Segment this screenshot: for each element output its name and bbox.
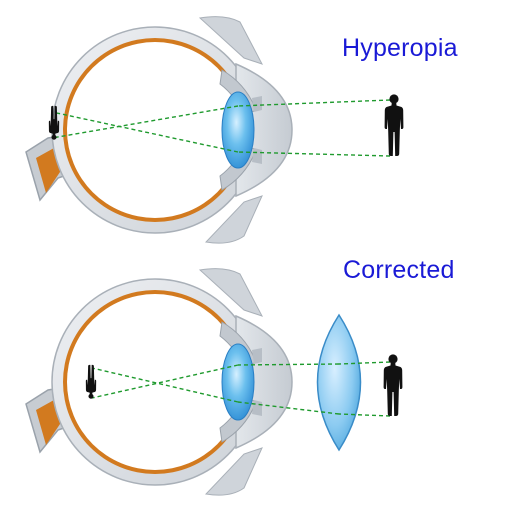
ray-lower-inside: [91, 367, 239, 403]
eye-cross-section-corrected: [25, 267, 293, 496]
corrective-convex-lens: [316, 313, 362, 452]
ray-lower-inside: [51, 111, 239, 153]
light-rays-corrected: [91, 361, 391, 417]
eye-cross-section-hyperopia: [25, 15, 293, 244]
light-rays-hyperopia: [51, 99, 391, 157]
object-person-icon: [384, 94, 404, 156]
corrected-panel: [25, 267, 403, 496]
ray-upper-to-lens: [338, 361, 391, 365]
ray-upper-lens-to-eye: [237, 363, 340, 366]
ray-upper-outside: [237, 99, 391, 107]
title-corrected: Corrected: [343, 256, 455, 284]
title-hyperopia: Hyperopia: [342, 34, 458, 62]
object-person-icon: [383, 354, 403, 416]
ray-lower-to-lens: [338, 413, 391, 417]
ray-upper-inside: [51, 105, 239, 139]
ray-lower-lens-to-eye: [237, 401, 340, 415]
hyperopia-panel: [25, 15, 404, 244]
ray-lower-outside: [237, 151, 391, 157]
ray-upper-inside: [91, 364, 239, 399]
